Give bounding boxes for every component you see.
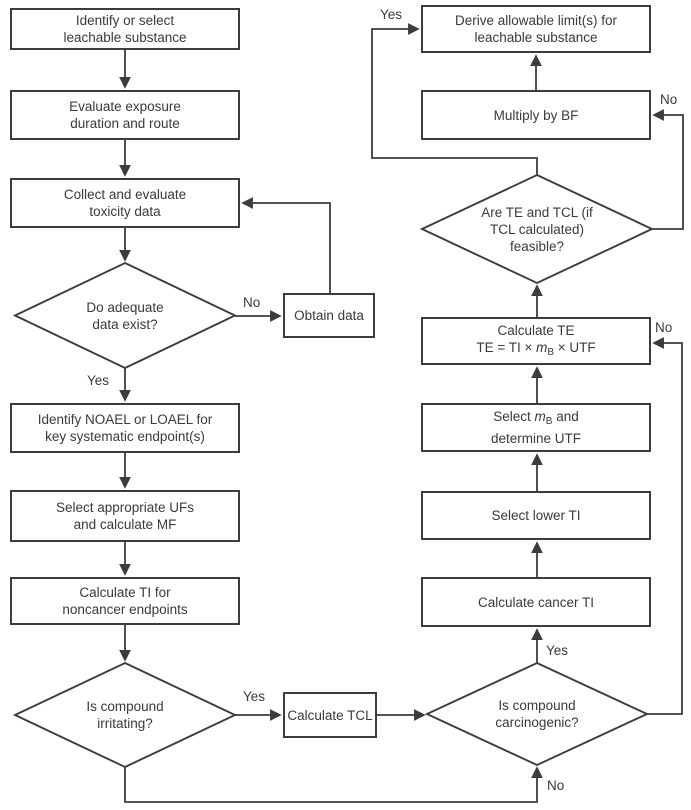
node-derive-limit: Derive allowable limit(s) for leachable s… bbox=[421, 5, 651, 53]
node-label-line: Calculate TI for bbox=[79, 585, 171, 600]
node-calculate-ti-noncancer: Calculate TI for noncancer endpoints bbox=[10, 577, 240, 625]
edge-label-carcinogenic-no: No bbox=[655, 320, 672, 335]
node-label-line: Select mB and bbox=[493, 409, 579, 427]
edge-obtain-loop-to-collect bbox=[241, 197, 331, 293]
node-shape-carcinogenic-decision bbox=[424, 661, 650, 767]
node-label-line: Derive allowable limit(s) for bbox=[454, 13, 618, 28]
node-label-line: Calculate cancer TI bbox=[477, 594, 595, 610]
node-label-line: carcinogenic? bbox=[495, 715, 579, 730]
node-label-line: toxicity data bbox=[89, 204, 161, 219]
edge-feasibility-no-to-multiply bbox=[652, 109, 684, 230]
node-label-line: Obtain data bbox=[294, 308, 364, 323]
node-calculate-tcl: Calculate TCL bbox=[283, 692, 377, 738]
node-label-line: feasible? bbox=[509, 238, 565, 254]
node-shape-adequate-data-decision bbox=[12, 261, 238, 370]
edge-label-irritating-no: No bbox=[547, 778, 564, 793]
node-label-line: determine UTF bbox=[490, 431, 582, 446]
node-evaluate-exposure: Evaluate exposure duration and route bbox=[10, 90, 240, 140]
node-label-line: TCL calculated) bbox=[489, 221, 585, 237]
node-label-line: Do adequate bbox=[86, 299, 164, 315]
node-carcinogenic-decision: Is compound carcinogenic? bbox=[427, 663, 647, 765]
node-label-line: Evaluate exposure bbox=[69, 99, 181, 114]
node-identify-noael: Identify NOAEL or LOAEL for key systemati… bbox=[10, 403, 240, 453]
edge-feasibility-yes-to-derive bbox=[371, 23, 538, 175]
edge-label-adequate-yes: Yes bbox=[87, 373, 109, 388]
node-shape-irritating-decision bbox=[12, 661, 238, 769]
edge-carcinogenic-no-to-calculate-te bbox=[647, 337, 683, 715]
edge-irritating-no-to-carcinogenic bbox=[124, 766, 543, 803]
node-select-ufs: Select appropriate UFs and calculate MF bbox=[10, 490, 240, 542]
node-label-line: Calculate TE bbox=[497, 322, 575, 338]
node-label-line: Is compound bbox=[86, 699, 164, 714]
node-label-line: Are TE and TCL (if bbox=[481, 204, 593, 220]
node-collect-toxicity-data: Collect and evaluate toxicity data bbox=[10, 178, 240, 228]
node-label-line: duration and route bbox=[70, 116, 180, 131]
node-label-line: data exist? bbox=[92, 316, 158, 332]
node-label-line: Multiply by BF bbox=[493, 107, 579, 123]
node-label-line: TE = TI × mB × UTF bbox=[476, 339, 596, 358]
node-irritating-decision: Is compound irritating? bbox=[15, 663, 235, 767]
node-label-line: irritating? bbox=[97, 716, 153, 731]
node-select-lower-ti: Select lower TI bbox=[421, 491, 651, 540]
node-select-mb-utf: Select mB and determine UTF bbox=[421, 403, 651, 452]
node-label-line: Identify or select bbox=[75, 13, 175, 28]
node-calculate-cancer-ti: Calculate cancer TI bbox=[421, 577, 651, 627]
edge-label-feasibility-no: No bbox=[660, 92, 677, 107]
node-label-line: Select appropriate UFs bbox=[55, 500, 195, 515]
node-label-line: Select lower TI bbox=[491, 508, 581, 523]
node-shape-feasibility-decision bbox=[419, 173, 655, 285]
edge-label-adequate-no: No bbox=[243, 295, 260, 310]
node-label-line: Calculate TCL bbox=[287, 707, 373, 723]
edge-label-irritating-yes: Yes bbox=[243, 689, 265, 704]
node-identify-substance: Identify or select leachable substance bbox=[10, 8, 240, 50]
edge-label-carcinogenic-yes: Yes bbox=[546, 643, 568, 658]
node-label-line: Identify NOAEL or LOAEL for bbox=[37, 412, 213, 427]
node-label-line: key systematic endpoint(s) bbox=[45, 429, 205, 444]
node-label-line: and calculate MF bbox=[73, 517, 177, 532]
node-obtain-data: Obtain data bbox=[283, 293, 375, 338]
node-multiply-bf: Multiply by BF bbox=[421, 90, 651, 140]
node-label-line: noncancer endpoints bbox=[62, 602, 188, 617]
node-label-line: leachable substance bbox=[63, 30, 187, 45]
edge-label-feasibility-yes: Yes bbox=[380, 7, 402, 22]
node-label-line: Collect and evaluate bbox=[63, 187, 187, 202]
node-label-line: Is compound bbox=[498, 698, 576, 713]
node-label-line: leachable substance bbox=[474, 30, 598, 45]
